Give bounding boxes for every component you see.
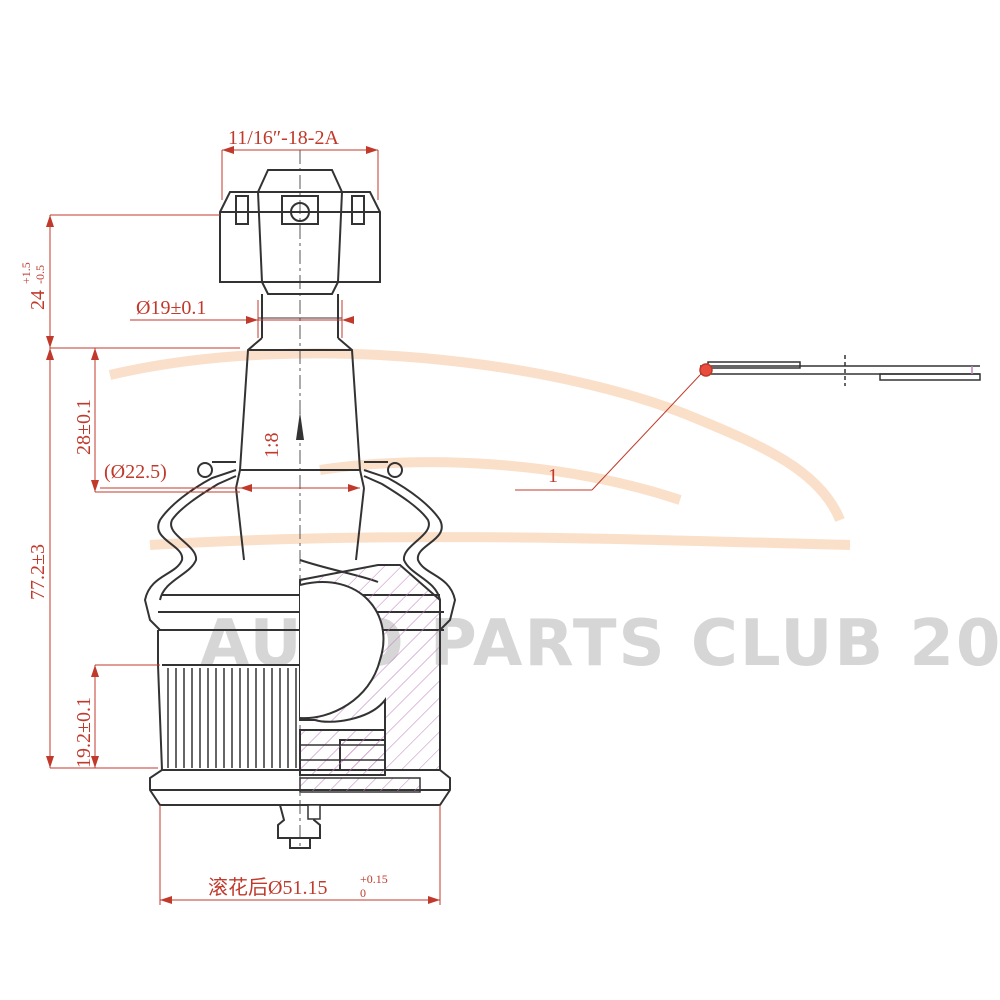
body-diameter-label: 滚花后Ø51.15 [208,876,327,899]
taper-diameter-label: (Ø22.5) [104,461,167,483]
nut-height-dimension: 24 +1.5 -0.5 [19,262,49,310]
knurl-height-label: 19.2±0.1 [73,697,95,768]
nut-height-tol-upper: +1.5 [19,262,33,284]
knurl-height-dimension: 19.2±0.1 [73,697,95,768]
castle-nut [219,169,381,295]
section-view [299,564,441,820]
dimension-arrows [46,146,440,904]
background-car-logo [108,348,851,550]
knurl-pattern [167,668,297,768]
taper-length-label: 28±0.1 [73,399,95,455]
taper-ratio-dimension: 1:8 [261,432,283,458]
total-height-dimension: 77.2±3 [27,544,49,600]
total-height-label: 77.2±3 [27,544,49,600]
dimension-lines [49,149,441,905]
taper-ratio-label: 1:8 [261,432,283,458]
taper-arrow-icon [296,412,304,440]
thread-spec-label: 11/16″-18-2A [228,127,339,149]
neck-diameter-label: Ø19±0.1 [136,297,206,319]
body-diameter-tol-upper: +0.15 [360,872,388,886]
nut-height-tol-lower: -0.5 [33,265,47,284]
dust-boot [143,461,457,631]
callout-number: 1 [548,465,558,487]
taper-length-dimension: 28±0.1 [73,399,95,455]
body-diameter-tol-lower: 0 [360,886,366,900]
part-1-detail [699,355,981,386]
nut-height-label: 24 [27,290,49,310]
callout-leader [515,374,701,491]
